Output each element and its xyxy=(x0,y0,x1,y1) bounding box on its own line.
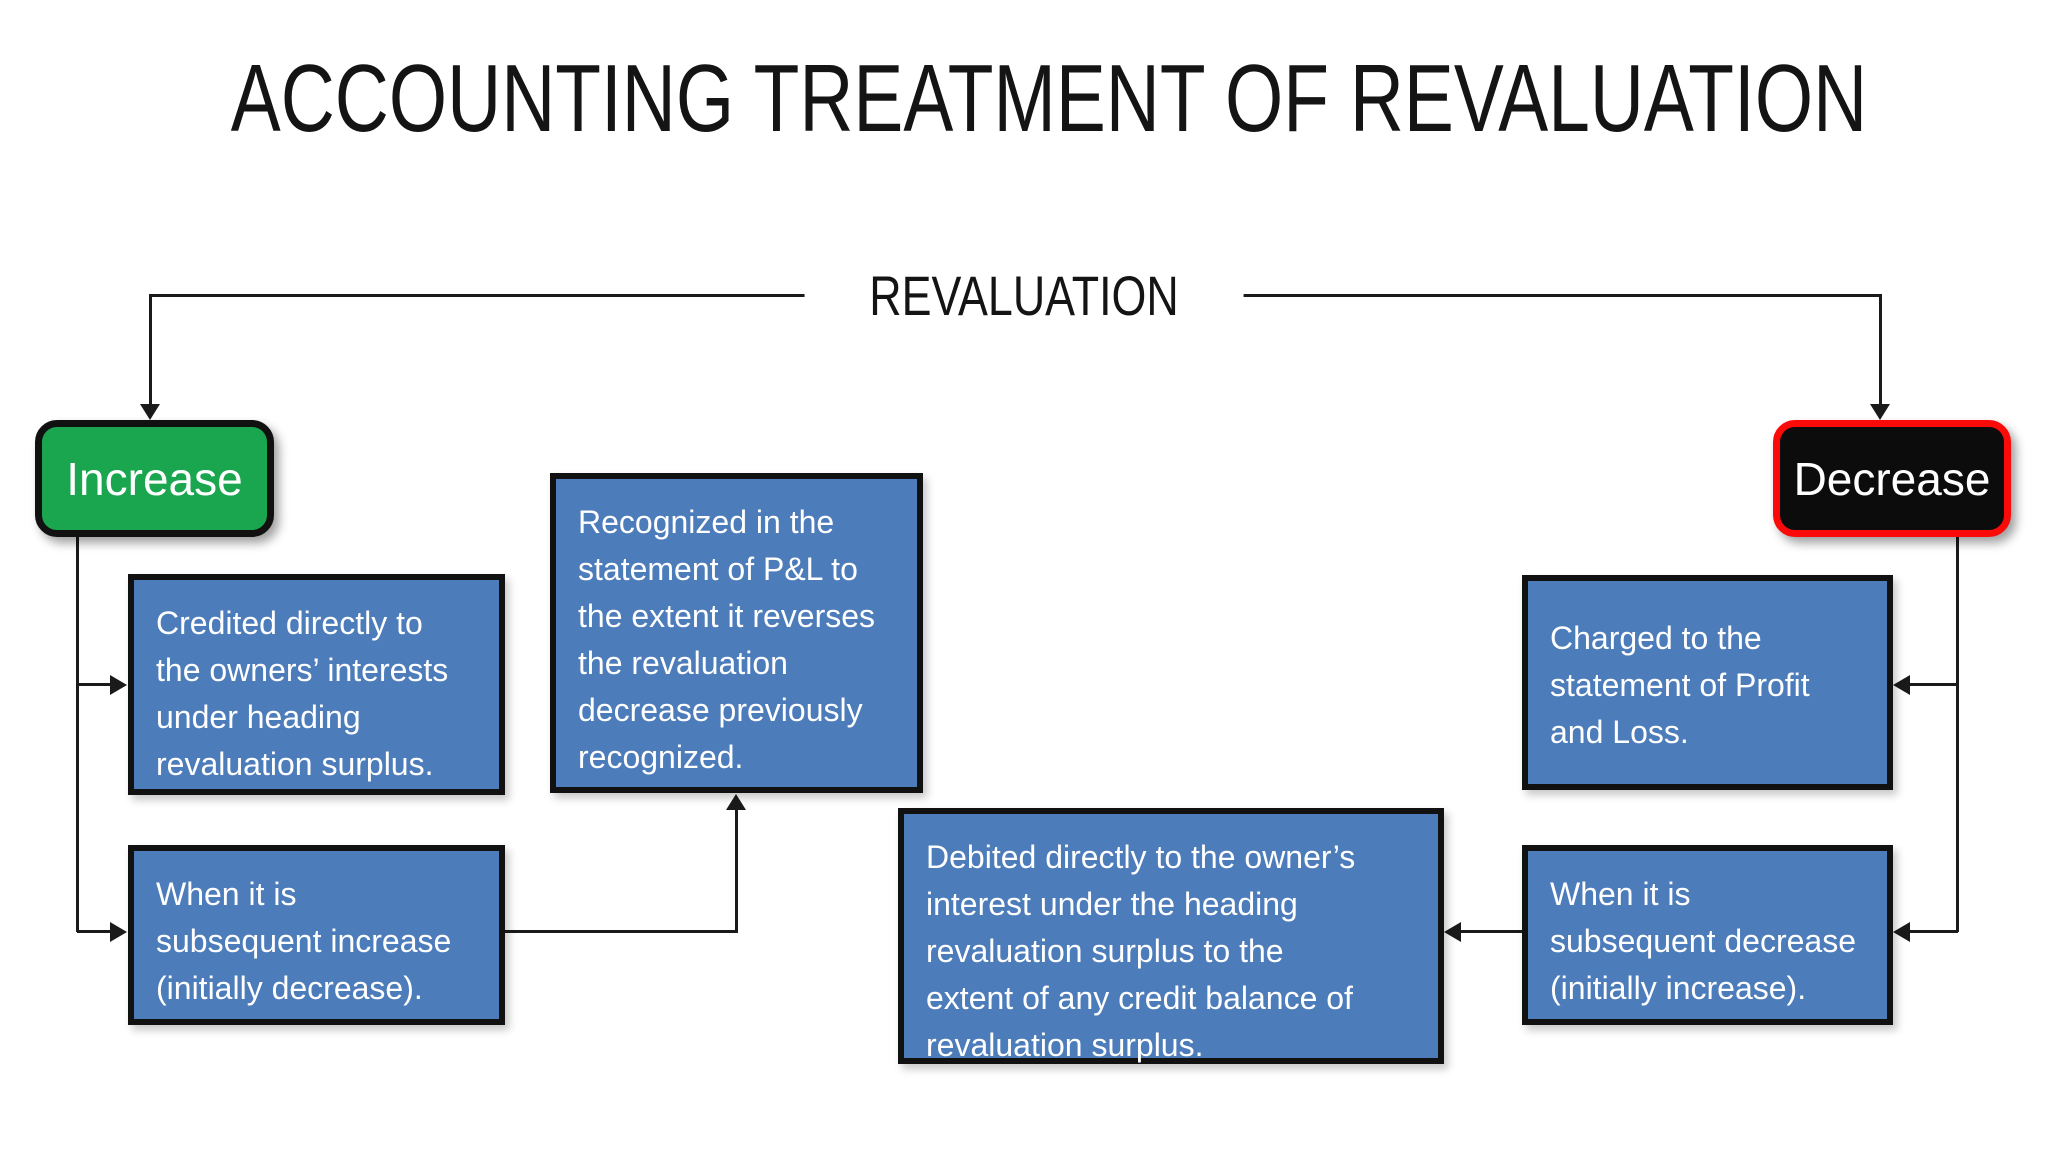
box-debited: Debited directly to the owner’s interest… xyxy=(898,808,1444,1064)
box-charged: Charged to the statement of Profit and L… xyxy=(1522,575,1893,790)
line-right-branch-charged xyxy=(1910,683,1958,686)
line-left-branch-when-increase xyxy=(77,930,112,933)
node-decrease-label: Decrease xyxy=(1793,452,1991,505)
line-right-spine xyxy=(1956,523,1959,932)
page-title-text: ACCOUNTING TREATMENT OF REVALUATION xyxy=(230,45,1868,152)
arrowhead-into-when-increase xyxy=(110,922,127,942)
page-title: ACCOUNTING TREATMENT OF REVALUATION xyxy=(0,44,2048,154)
line-left-spine xyxy=(76,523,79,932)
node-increase-label: Increase xyxy=(66,452,243,505)
box-credited: Credited directly to the owners’ interes… xyxy=(128,574,505,795)
node-decrease: Decrease xyxy=(1773,420,2011,537)
arrowhead-into-debited xyxy=(1444,922,1461,942)
arrowhead-into-credited xyxy=(110,675,127,695)
line-drop-right xyxy=(1879,294,1882,406)
revaluation-label-text: REVALUATION xyxy=(869,264,1179,327)
arrowhead-into-charged xyxy=(1893,675,1910,695)
line-mid-horizontal xyxy=(504,930,738,933)
arrowhead-into-recognized xyxy=(726,794,746,810)
line-left-branch-credited xyxy=(77,683,112,686)
box-when-decrease: When it is subsequent decrease (initiall… xyxy=(1522,845,1893,1025)
line-when-decrease-to-debited xyxy=(1461,930,1523,933)
node-increase: Increase xyxy=(35,420,274,537)
box-when-increase: When it is subsequent increase (initiall… xyxy=(128,845,505,1025)
line-mid-vertical xyxy=(735,810,738,933)
line-drop-left xyxy=(149,294,152,406)
arrowhead-down-decrease xyxy=(1870,404,1890,420)
arrowhead-down-increase xyxy=(140,404,160,420)
box-recognized: Recognized in the statement of P&L to th… xyxy=(550,473,923,793)
line-right-branch-when-decrease xyxy=(1910,930,1958,933)
revaluation-label: REVALUATION xyxy=(804,262,1244,330)
arrowhead-into-when-decrease xyxy=(1893,922,1910,942)
